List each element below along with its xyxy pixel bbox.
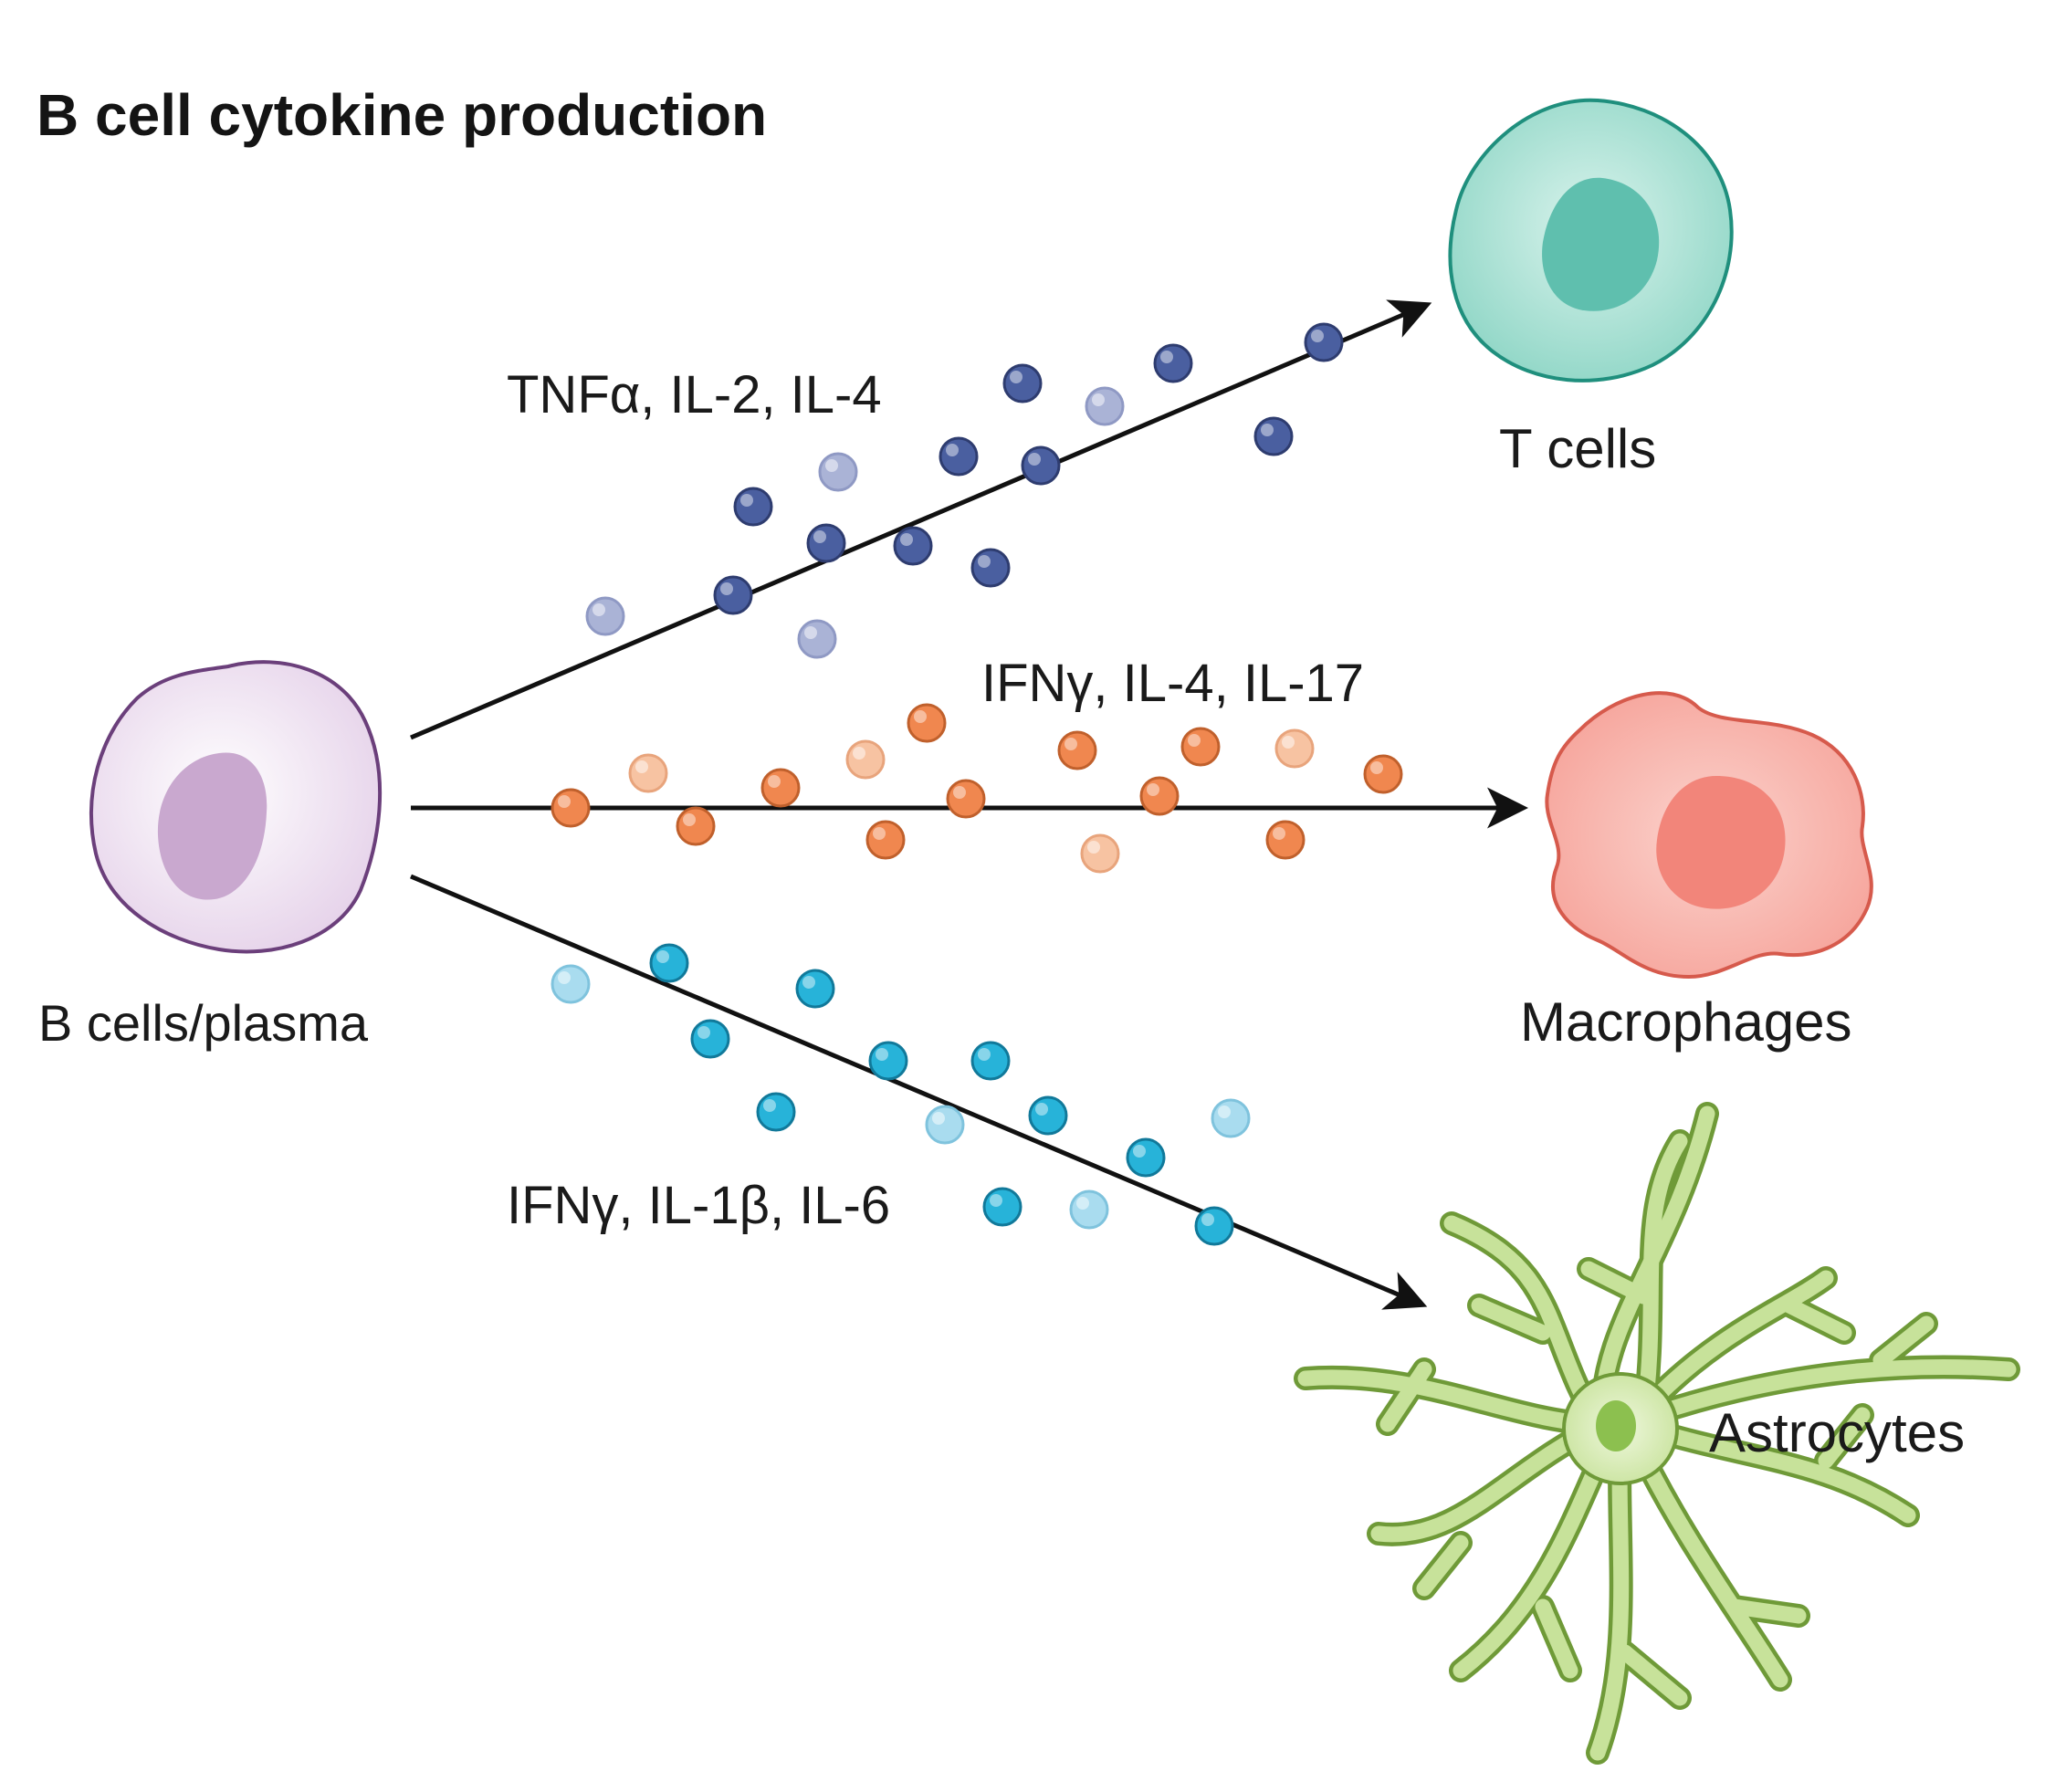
cytokine-dot xyxy=(845,739,886,780)
cytokine-dot xyxy=(925,1105,965,1145)
cytokine-dot xyxy=(818,452,858,492)
cytokine-dot xyxy=(756,1092,796,1132)
cytokine-dot xyxy=(1080,833,1120,874)
cytokines-macrophages xyxy=(551,703,1403,874)
cytokine-dot xyxy=(551,788,591,828)
cytokine-dot xyxy=(795,969,835,1009)
cytokines-t-cells xyxy=(585,322,1344,659)
b-cell-label: B cells/plasma xyxy=(38,994,369,1052)
cytokine-dot xyxy=(1304,322,1344,362)
astrocyte-label: Astrocytes xyxy=(1709,1402,1965,1463)
cytokine-dot xyxy=(946,779,986,819)
cytokine-dot xyxy=(1139,776,1180,816)
cytokine-dot xyxy=(649,943,689,983)
macrophage xyxy=(1545,691,1873,980)
cytokine-dot xyxy=(1194,1206,1234,1246)
macrophage-nucleus xyxy=(1656,776,1786,909)
cytokine-dot xyxy=(690,1019,730,1059)
arrow-to-t-cells xyxy=(410,299,1432,740)
cytokine-dot xyxy=(1057,730,1097,770)
cytokine-dot xyxy=(628,753,668,793)
cytokines-astrocytes xyxy=(551,943,1251,1246)
cytokine-dot xyxy=(1028,1095,1068,1136)
cytokine-dot xyxy=(1363,754,1403,794)
astrocyte-nucleus xyxy=(1596,1400,1636,1451)
cytokine-dot xyxy=(982,1187,1022,1227)
t-cell-nucleus xyxy=(1542,177,1660,311)
cytokine-dot xyxy=(1265,820,1306,860)
cytokine-dot xyxy=(939,436,979,477)
cytokine-dot xyxy=(1253,416,1294,456)
cytokine-dot xyxy=(1180,727,1221,767)
cytokine-dot xyxy=(970,548,1011,588)
cytokine-dot xyxy=(907,703,947,743)
pathway-label-astrocytes: IFNγ, IL-1β, IL-6 xyxy=(507,1176,890,1235)
cytokine-dot xyxy=(1126,1137,1166,1178)
diagram-title: B cell cytokine production xyxy=(37,82,767,148)
arrow-to-astrocytes xyxy=(410,874,1428,1310)
cytokine-dot xyxy=(1002,363,1043,403)
cytokine-dot xyxy=(893,526,933,566)
t-cell xyxy=(1448,98,1734,383)
b-cell-nucleus xyxy=(157,752,267,900)
b-cell xyxy=(89,660,383,954)
cytokine-dot xyxy=(797,619,837,659)
astrocyte xyxy=(1294,1102,2020,1765)
t-cell-label: T cells xyxy=(1499,418,1656,479)
cytokine-dot xyxy=(676,806,716,846)
macrophage-label: Macrophages xyxy=(1520,991,1852,1053)
cytokine-dot xyxy=(1069,1189,1109,1230)
cytokine-dot xyxy=(733,487,773,527)
cytokine-dot xyxy=(1153,343,1193,383)
cytokine-dot xyxy=(1085,386,1125,426)
cytokine-dot xyxy=(713,575,753,615)
cytokine-dot xyxy=(806,523,846,563)
cytokine-dot xyxy=(1021,445,1061,486)
pathway-label-t-cells: TNFα, IL-2, IL-4 xyxy=(507,365,882,424)
pathway-label-macrophages: IFNγ, IL-4, IL-17 xyxy=(981,654,1364,713)
cytokine-dot xyxy=(865,820,906,860)
cytokine-dot xyxy=(1211,1098,1251,1138)
cytokine-dot xyxy=(868,1041,908,1081)
cytokine-dot xyxy=(970,1041,1011,1081)
cytokine-dot xyxy=(1274,728,1315,769)
cytokine-dot xyxy=(760,768,801,808)
cytokine-dot xyxy=(585,596,625,636)
cytokine-dot xyxy=(551,964,591,1004)
